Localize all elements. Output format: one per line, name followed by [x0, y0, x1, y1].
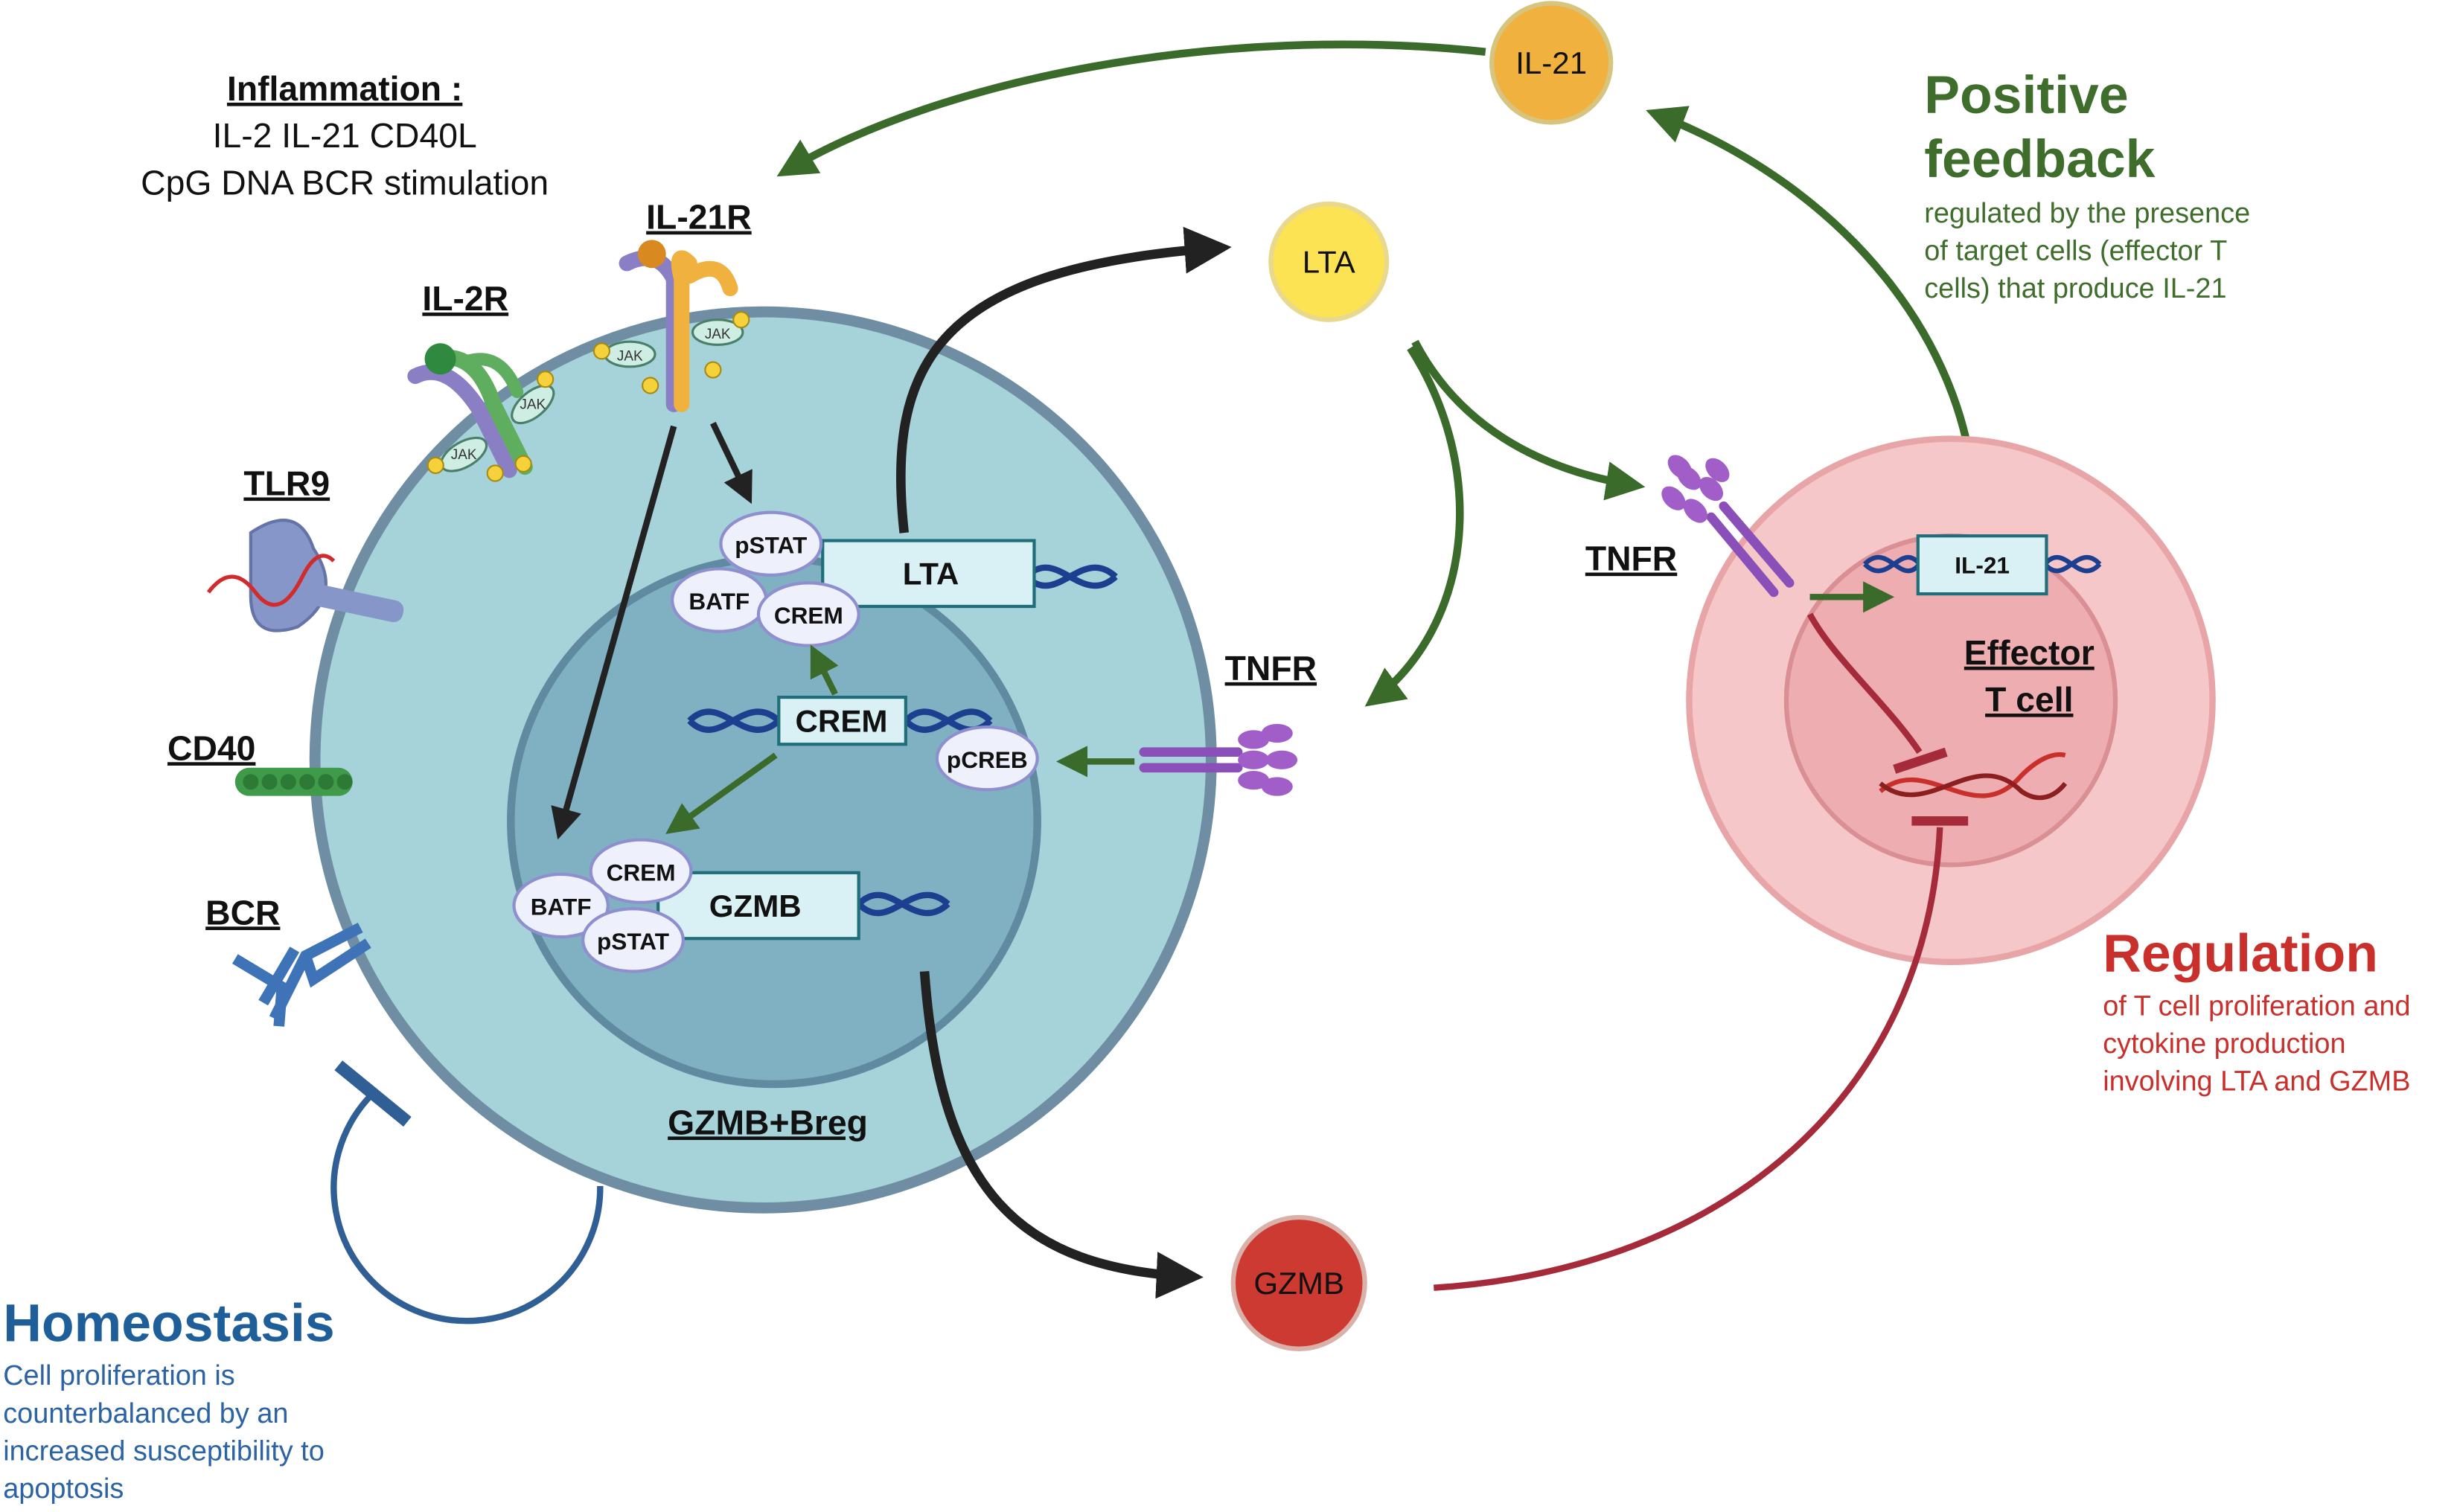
tf-pstat-lta: pSTAT	[735, 531, 807, 558]
gzmb-cytokine: GZMB	[1230, 1214, 1367, 1351]
tf-crem-lta: CREM	[774, 602, 843, 629]
regulation-block: Regulation of T cell proliferation and c…	[2103, 923, 2410, 1097]
gzmb-gene-module: GZMB CREM BATF pSTAT	[512, 838, 950, 973]
bcr-receptor: BCR	[205, 893, 371, 1027]
crem-gene-box	[777, 695, 907, 746]
tcell-il21-gene-box	[1916, 534, 2048, 596]
positive-feedback-title1: Positive	[1924, 65, 2128, 125]
homeostasis-desc3: increased susceptibility to	[3, 1435, 325, 1467]
regulation-title: Regulation	[2103, 923, 2378, 983]
tf-pcreb: pCREB	[947, 746, 1028, 773]
arrow-gzmb-secretion	[919, 971, 1204, 1299]
arrow-tcell-to-il21	[1646, 106, 1978, 499]
il21r-jak1: JAK	[617, 348, 643, 364]
tf-batf-gzmb: BATF	[531, 894, 592, 920]
tcell-label-line2: T cell	[1985, 680, 2073, 719]
arrow-il21r-to-tf-gzmb	[551, 425, 677, 840]
arrow-crem-to-gzmb-complex	[665, 752, 778, 834]
il2-receptor: IL-2R JAK JAK	[407, 279, 555, 482]
effector-t-cell: IL-21 Effector T cell	[1686, 435, 2216, 966]
tcell-il21-gene-label: IL-21	[1955, 552, 2010, 579]
homeostasis-desc1: Cell proliferation is	[3, 1360, 235, 1391]
il2r-jak1: JAK	[451, 447, 477, 463]
regulation-desc3: involving LTA and GZMB	[2103, 1066, 2410, 1097]
inflammation-line1: IL-2 IL-21 CD40L	[213, 116, 477, 155]
arrow-crem-to-lta-complex	[810, 644, 839, 696]
lta-cytokine: LTA	[1268, 201, 1390, 322]
homeostasis-block: Homeostasis Cell proliferation is counte…	[3, 1293, 334, 1505]
il21r-jak2: JAK	[705, 327, 731, 342]
gzmb-cytokine-label: GZMB	[1253, 1266, 1344, 1301]
arrow-il21-to-il21r	[776, 40, 1486, 177]
lta-gene-label: LTA	[903, 556, 959, 591]
il2r-label: IL-2R	[422, 279, 508, 318]
tnfr-breg: TNFR	[1139, 649, 1317, 796]
lta-gene-box	[821, 539, 1036, 609]
positive-feedback-block: Positive feedback regulated by the prese…	[1924, 65, 2250, 304]
tlr9-label: TLR9	[243, 464, 330, 502]
tf-batf-lta: BATF	[688, 588, 750, 615]
cd40-receptor: CD40	[167, 728, 353, 796]
inflammation-block: Inflammation : IL-2 IL-21 CD40L CpG DNA …	[141, 69, 549, 202]
il21-cytokine: IL-21	[1489, 1, 1614, 125]
regulation-desc1: of T cell proliferation and	[2103, 990, 2410, 1022]
arrow-lta-secretion	[895, 226, 1232, 534]
tnfr-breg-label: TNFR	[1225, 649, 1317, 688]
il21-receptor: IL-21R JAK JAK	[592, 198, 752, 412]
tf-pstat-gzmb: pSTAT	[597, 928, 669, 955]
inflammation-title: Inflammation :	[227, 69, 462, 108]
il21-cytokine-label: IL-21	[1515, 45, 1587, 80]
il21r-label: IL-21R	[646, 198, 751, 237]
cd40-label: CD40	[167, 728, 255, 767]
inhibit-line-upper	[1806, 612, 1923, 755]
lta-gene-module: LTA pSTAT BATF CREM	[671, 510, 1118, 647]
regulation-desc2: cytokine production	[2103, 1028, 2345, 1060]
tcell-label-line1: Effector	[1964, 633, 2095, 672]
tnfr-tcell-label: TNFR	[1585, 539, 1677, 578]
arrow-lta-to-tnfr-tcell	[1411, 339, 1646, 501]
tf-crem-gzmb: CREM	[607, 859, 676, 885]
crem-gene-module: CREM pCREB	[687, 695, 1039, 792]
positive-feedback-title2: feedback	[1924, 129, 2155, 189]
arrow-il21r-to-tf-lta	[710, 421, 753, 504]
homeostasis-title: Homeostasis	[3, 1293, 334, 1353]
inhibit-bar-upper	[1893, 747, 1948, 774]
lta-cytokine-label: LTA	[1303, 245, 1355, 280]
il2r-jak2: JAK	[520, 397, 546, 413]
positive-feedback-desc1: regulated by the presence	[1924, 198, 2250, 229]
inhibit-line-gzmb	[1434, 827, 1943, 1291]
gzmb-gene-box	[656, 871, 860, 941]
breg-label: GZMB+Breg	[668, 1103, 868, 1141]
tlr9-receptor: TLR9	[206, 464, 404, 632]
crem-gene-label: CREM	[796, 703, 888, 738]
bcr-label: BCR	[205, 893, 280, 932]
homeostasis-desc4: apoptosis	[3, 1473, 124, 1505]
homeostasis-desc2: counterbalanced by an	[3, 1398, 288, 1429]
inflammation-line2: CpG DNA BCR stimulation	[141, 163, 549, 202]
arrow-lta-to-tnfr-breg	[1364, 345, 1464, 707]
homeostasis-inhibition	[330, 1060, 604, 1324]
gzmb-gene-label: GZMB	[709, 888, 802, 923]
positive-feedback-desc3: cells) that produce IL-21	[1924, 273, 2226, 304]
tnfr-tcell: TNFR	[1585, 455, 1795, 598]
positive-feedback-desc2: of target cells (effector T	[1924, 236, 2227, 267]
